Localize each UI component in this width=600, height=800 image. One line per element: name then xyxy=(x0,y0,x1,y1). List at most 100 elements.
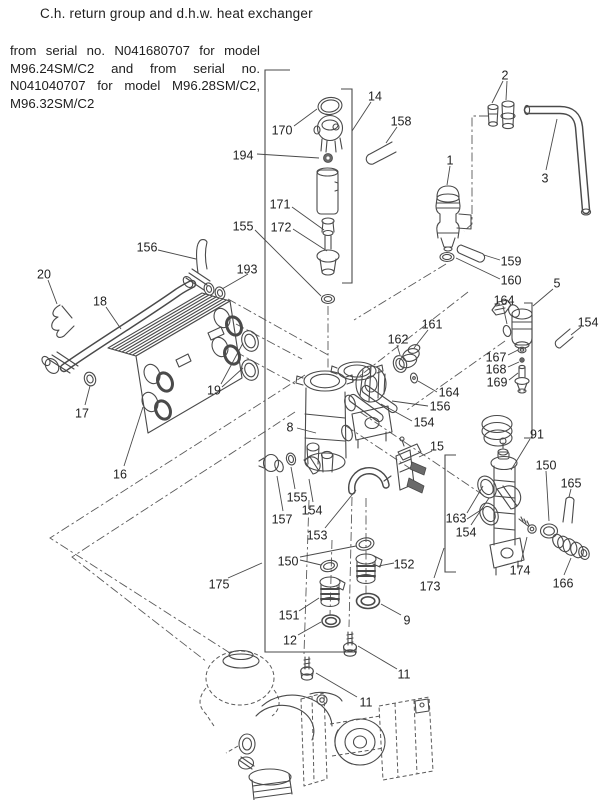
part-callout-167: 167 xyxy=(486,351,507,365)
part-callout-154: 154 xyxy=(302,504,323,518)
plug-157 xyxy=(262,453,280,473)
o-ring-9 xyxy=(355,592,381,610)
leader-line-15 xyxy=(418,450,433,458)
part-callout-156: 156 xyxy=(430,400,451,414)
bracket-group-173 xyxy=(444,454,456,573)
group-brackets xyxy=(264,69,533,653)
part-callout-156: 156 xyxy=(137,241,158,255)
part-callout-150: 150 xyxy=(536,459,557,473)
pipe-3-drawing xyxy=(523,104,592,216)
part-callout-15: 15 xyxy=(430,440,444,454)
leader-line-9 xyxy=(380,603,402,616)
leader-line-193 xyxy=(221,273,249,290)
leader-line-194 xyxy=(256,153,320,159)
part-callout-164: 164 xyxy=(439,386,460,400)
part-callout-9: 9 xyxy=(404,614,411,628)
o-ring-150-right xyxy=(539,523,559,539)
part-callout-163: 163 xyxy=(446,512,467,526)
o-rings-19 xyxy=(241,330,259,381)
part-callout-11: 11 xyxy=(398,668,411,682)
fitting-152 xyxy=(355,553,383,585)
lower-fittings-drawing xyxy=(300,537,383,681)
part-callout-154: 154 xyxy=(414,416,435,430)
leader-line-20 xyxy=(47,279,58,305)
part-callout-172: 172 xyxy=(271,221,292,235)
part-callout-11: 11 xyxy=(360,696,373,710)
o-ring-163-upper xyxy=(477,475,497,499)
o-ring-150-upper xyxy=(355,537,375,551)
leader-line-12 xyxy=(297,621,322,636)
leader-line-5 xyxy=(532,288,554,307)
leader-line-168 xyxy=(507,361,520,368)
clip-159 xyxy=(456,244,486,263)
valve-1-drawing xyxy=(435,185,486,263)
leader-line-164 xyxy=(502,305,508,325)
clamp-153 xyxy=(348,467,392,495)
leader-line-156 xyxy=(391,400,429,407)
leader-line-169 xyxy=(508,372,519,381)
callout-leader-lines xyxy=(47,80,582,698)
air-vent-column-drawing xyxy=(313,96,397,305)
part-callout-158: 158 xyxy=(391,115,412,129)
pump-group-drawing xyxy=(199,649,434,800)
part-callout-150: 150 xyxy=(278,555,299,569)
pin-158 xyxy=(365,141,397,165)
leader-line-157 xyxy=(276,475,284,512)
part-callout-173: 173 xyxy=(420,580,441,594)
leader-line-160 xyxy=(455,257,501,280)
leader-line-152 xyxy=(378,562,395,567)
part-callout-164: 164 xyxy=(494,294,515,308)
o-ring-162 xyxy=(392,355,408,373)
leader-line-14 xyxy=(351,101,372,132)
part-callout-174: 174 xyxy=(510,564,531,578)
spring-91 xyxy=(481,414,513,447)
leader-line-17 xyxy=(84,385,91,406)
serial-number-note: from serial no. N041680707 for model M96… xyxy=(10,43,260,111)
leader-line-18 xyxy=(105,306,122,330)
leader-line-171 xyxy=(291,206,325,231)
part-callout-166: 166 xyxy=(553,577,574,591)
leader-line-153 xyxy=(324,489,357,529)
leader-line-154 xyxy=(380,403,413,422)
part-callout-159: 159 xyxy=(501,255,522,269)
o-ring-155-lower xyxy=(285,452,297,466)
leader-line-11 xyxy=(357,645,398,670)
leader-line-16 xyxy=(123,406,144,467)
part-callout-14: 14 xyxy=(368,90,382,104)
part-callout-3: 3 xyxy=(542,172,549,186)
leader-line-155 xyxy=(254,229,322,297)
o-ring-150-lower xyxy=(320,559,338,573)
screw-174 xyxy=(518,516,537,534)
part-callout-153: 153 xyxy=(307,529,328,543)
part-callout-12: 12 xyxy=(283,634,297,648)
leader-line-163 xyxy=(466,485,484,514)
part-callout-1: 1 xyxy=(447,154,454,168)
leader-line-150 xyxy=(299,545,357,558)
leader-line-158 xyxy=(385,126,398,144)
part-callout-2: 2 xyxy=(502,69,509,83)
clip-154-lower-left xyxy=(303,456,321,475)
cap-161 xyxy=(398,344,421,369)
leader-line-166 xyxy=(563,557,572,576)
leader-line-154 xyxy=(570,326,582,336)
part-callout-19: 19 xyxy=(207,384,221,398)
leader-line-156 xyxy=(157,249,197,260)
leader-line-167 xyxy=(507,349,519,356)
leader-line-150 xyxy=(299,559,322,566)
page-title: C.h. return group and d.h.w. heat exchan… xyxy=(40,6,313,21)
leader-line-159 xyxy=(483,254,501,261)
part-callout-17: 17 xyxy=(75,407,89,421)
part-callout-151: 151 xyxy=(279,609,300,623)
leader-line-175 xyxy=(227,562,263,579)
clip-on-163 xyxy=(496,485,522,510)
screw-11-left xyxy=(300,656,314,681)
centre-lines xyxy=(49,115,506,663)
part-callout-8: 8 xyxy=(287,421,294,435)
part-callout-160: 160 xyxy=(501,274,522,288)
fitting-166 xyxy=(552,533,590,560)
part-callout-162: 162 xyxy=(388,333,409,347)
o-ring-12 xyxy=(321,614,341,628)
leader-line-19 xyxy=(220,342,244,385)
